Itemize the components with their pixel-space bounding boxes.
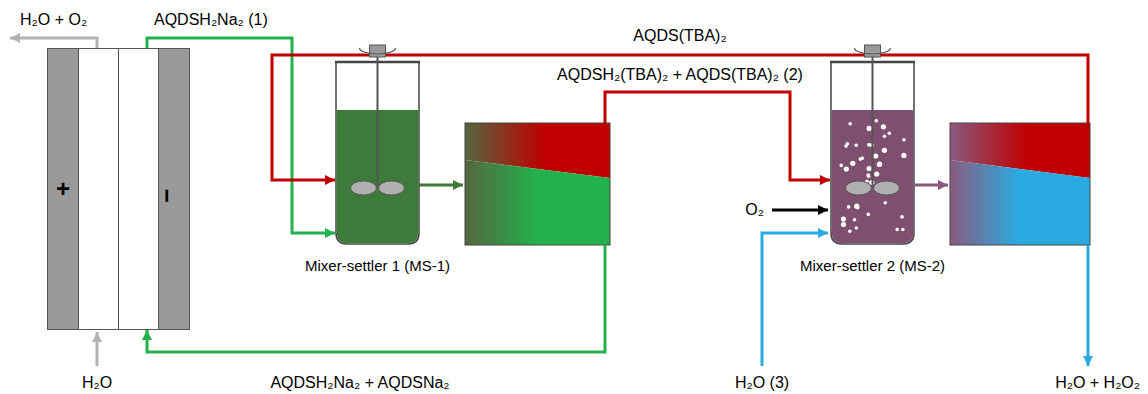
oxygen-inlet-arrow — [772, 209, 828, 212]
product-label: H₂O + H₂O₂ — [1053, 374, 1142, 392]
gas-bubble — [846, 142, 850, 146]
stream-label: AQDSH₂Na₂ (1) — [152, 11, 270, 29]
settler-tank — [465, 123, 610, 245]
water-inlet-arrow — [762, 233, 828, 366]
gas-bubble — [848, 122, 852, 126]
impeller-blade — [351, 181, 377, 195]
cathode-sign: − — [153, 189, 181, 203]
electrochemical-cell: +− — [47, 48, 190, 330]
impeller-blade — [846, 181, 872, 195]
gas-bubble — [882, 148, 887, 153]
gas-outlet-arrow — [10, 38, 97, 48]
gas-bubble — [883, 134, 887, 138]
gas-bubble — [867, 126, 872, 131]
gas-bubble — [867, 213, 871, 217]
membrane — [118, 48, 119, 330]
gas-bubble — [901, 153, 906, 158]
water-inlet-arrow — [96, 332, 99, 366]
gas-bubble — [874, 171, 879, 176]
gas-bubble — [866, 173, 870, 177]
inlet-label: H₂O — [80, 374, 114, 392]
outlet-label: H₂O + O₂ — [18, 11, 89, 29]
stream-line — [605, 92, 830, 180]
mixer-tank: Mixer-settler 2 (MS-2) — [830, 38, 915, 245]
inlet-label: H₂O (3) — [733, 374, 791, 392]
gas-bubble — [847, 205, 851, 209]
unit-heading: Mixer-settler 1 (MS-1) — [305, 257, 450, 274]
aqueous-phase — [465, 160, 610, 245]
stream-label: AQDSH₂(TBA)₂ + AQDS(TBA)₂ (2) — [555, 66, 805, 84]
gas-bubble — [888, 131, 892, 135]
inlet-label: O₂ — [743, 201, 766, 219]
gas-bubble — [854, 143, 858, 147]
gas-bubble — [881, 124, 886, 129]
gas-bubble — [877, 162, 882, 167]
gas-bubble — [841, 217, 846, 222]
unit-heading: Mixer-settler 2 (MS-2) — [800, 257, 945, 274]
rotation-arc — [855, 48, 891, 54]
stirrer-shaft — [872, 57, 874, 188]
impeller-blade — [379, 181, 405, 195]
anode-sign: + — [56, 175, 70, 203]
mixer-outlet-arrow — [915, 184, 948, 187]
gas-bubble — [884, 201, 888, 205]
impeller-blade — [874, 181, 900, 195]
gas-bubble — [844, 167, 849, 172]
settler-tank — [950, 123, 1090, 245]
stream-label: AQDS(TBA)₂ — [631, 27, 728, 45]
gas-bubble — [901, 228, 905, 232]
rotation-arc — [360, 48, 396, 54]
stirrer-shaft — [377, 57, 379, 188]
gas-bubble — [875, 119, 879, 123]
mixer-tank: Mixer-settler 1 (MS-1) — [335, 38, 420, 245]
stream-label: AQDSH₂Na₂ + AQDSNa₂ — [268, 374, 451, 392]
stream-line — [147, 245, 605, 352]
gas-bubble — [867, 166, 872, 171]
gas-bubble — [855, 226, 859, 230]
gas-bubble — [853, 218, 857, 222]
gas-bubble — [850, 161, 855, 166]
gas-bubble — [902, 138, 906, 142]
tank-outline — [335, 38, 420, 245]
cell-chamber — [79, 49, 159, 330]
gas-bubble — [848, 230, 852, 234]
gas-bubble — [840, 164, 844, 168]
gas-bubble — [873, 153, 878, 158]
gas-bubble — [854, 204, 859, 209]
anode-plate — [48, 49, 79, 330]
stirrer-motor — [370, 45, 386, 57]
product-outlet-arrow — [1087, 245, 1090, 366]
tank-outline — [830, 38, 915, 245]
gas-bubble — [841, 222, 846, 227]
gas-bubble — [900, 215, 904, 219]
stirrer-motor — [865, 45, 881, 57]
gas-bubble — [859, 157, 863, 161]
mixer-outlet-arrow — [417, 184, 463, 187]
aqueous-phase — [950, 160, 1090, 245]
gas-bubble — [895, 228, 899, 232]
